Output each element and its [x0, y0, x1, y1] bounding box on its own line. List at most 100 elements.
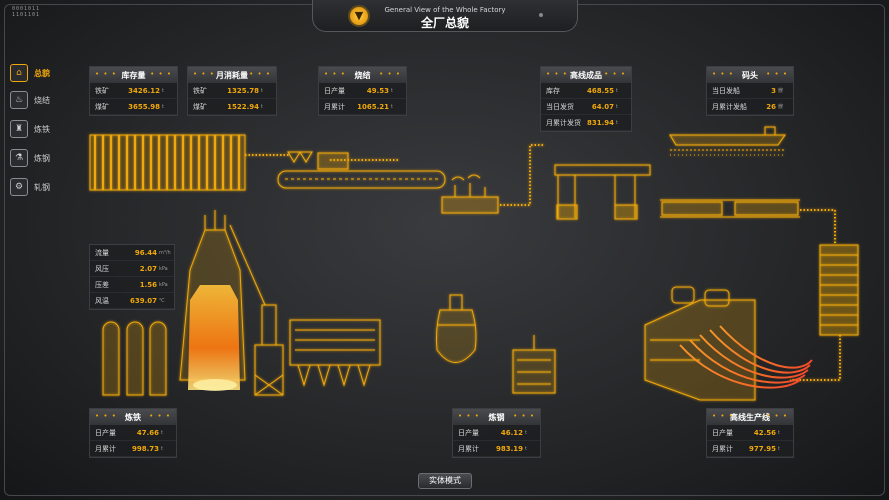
menu-dots-icon[interactable]: • • •	[458, 412, 480, 420]
panel-header: • • • 码头 • • •	[707, 67, 793, 83]
menu-dots-icon[interactable]: • • •	[379, 70, 401, 78]
physical-mode-button[interactable]: 实体模式	[418, 473, 472, 489]
menu-dots-icon[interactable]: • • •	[712, 70, 734, 78]
sidebar-item-label: 炼铁	[34, 124, 50, 134]
metric-unit: t	[391, 87, 393, 94]
menu-dots-icon[interactable]: • • •	[546, 70, 568, 78]
metric-label: 当日发货	[546, 102, 574, 111]
metric-label: 当日发船	[712, 86, 740, 95]
menu-dots-icon[interactable]: • • •	[513, 412, 535, 420]
panel-header: • • • 库存量 • • •	[90, 67, 177, 83]
metric-value: 46.12	[500, 428, 523, 437]
ironmaking-icon: ♜	[10, 120, 28, 138]
metric-value: 983.19	[495, 444, 523, 453]
menu-dots-icon[interactable]: • • •	[193, 70, 215, 78]
overview-icon: ⌂	[10, 64, 28, 82]
metric-value: 639.07	[129, 296, 157, 305]
panel-title: 高线生产线	[730, 412, 770, 422]
panel-header: • • •高线成品• • •	[541, 67, 631, 83]
metric-value: 47.66	[136, 428, 159, 437]
panel-header: • • •月消耗量• • •	[188, 67, 276, 83]
metric-label: 铁矿	[193, 86, 207, 95]
metric-unit: kPa	[159, 281, 168, 288]
panel-header: • • •高线生产线• • •	[707, 409, 793, 425]
menu-dots-icon[interactable]: • • •	[95, 412, 117, 420]
metric-label: 月累计发船	[712, 102, 747, 111]
sintering-icon: ♨	[10, 91, 28, 109]
metric-label: 流量	[95, 248, 109, 257]
sidebar-item-4[interactable]: ⚙ 轧钢	[8, 176, 64, 198]
metric-unit: t	[616, 119, 618, 126]
metric-value: 1325.78	[227, 86, 259, 95]
metric-label: 月累计发货	[546, 118, 581, 127]
metric-value: 977.95	[748, 444, 776, 453]
metric-label: 铁矿	[95, 86, 109, 95]
sidebar-item-1[interactable]: ♨烧结	[8, 89, 64, 111]
rolling-icon: ⚙	[10, 178, 28, 196]
menu-dots-icon[interactable]: • • •	[95, 70, 117, 78]
sidebar-item-3[interactable]: ⚗炼钢	[8, 147, 64, 169]
metric-label: 煤矿	[95, 102, 109, 111]
metric-label: 月累计	[458, 444, 479, 453]
metric-unit: t	[525, 445, 527, 452]
header-dot-icon	[539, 13, 543, 17]
metric-label: 风温	[95, 296, 109, 305]
menu-dots-icon[interactable]: • • •	[324, 70, 346, 78]
metric-unit: t	[161, 445, 163, 452]
panel-title: 烧结	[354, 70, 371, 80]
menu-dots-icon[interactable]: • • •	[712, 412, 734, 420]
metric-value: 1.56	[139, 280, 157, 289]
menu-dots-icon[interactable]: • • •	[150, 70, 172, 78]
metric-value: 64.07	[591, 102, 614, 111]
menu-dots-icon[interactable]: • • •	[766, 70, 788, 78]
panel-title: 库存量	[121, 70, 146, 80]
metric-unit: m³/h	[159, 249, 171, 256]
metric-unit: t	[261, 87, 263, 94]
panel-header: • • • 烧结 • • •	[319, 67, 406, 83]
metric-value: 2.07	[139, 264, 157, 273]
metric-unit: 艘	[778, 88, 784, 94]
menu-dots-icon[interactable]: • • •	[249, 70, 271, 78]
menu-dots-icon[interactable]: • • •	[149, 412, 171, 420]
menu-dots-icon[interactable]: • • •	[604, 70, 626, 78]
metric-unit: t	[261, 103, 263, 110]
metric-label: 月累计	[324, 102, 345, 111]
metric-unit: t	[391, 103, 393, 110]
metric-unit: t	[525, 429, 527, 436]
sidebar-item-label: 轧钢	[34, 182, 50, 192]
sidebar-item-0[interactable]: ⌂总貌	[8, 62, 64, 84]
menu-dots-icon[interactable]: • • •	[766, 412, 788, 420]
metric-unit: t	[161, 429, 163, 436]
metric-value: 26	[766, 102, 776, 111]
metric-label: 日产量	[95, 428, 116, 437]
sidebar-item-2[interactable]: ♜ 炼铁	[8, 118, 64, 140]
steelmaking-icon: ⚗	[10, 149, 28, 167]
metric-value: 831.94	[586, 118, 614, 127]
page-title-en: General View of the Whole Factory	[384, 6, 506, 14]
metric-unit: t	[616, 103, 618, 110]
metric-value: 3	[771, 86, 776, 95]
metric-value: 42.56	[753, 428, 776, 437]
panel-title: 码头	[742, 70, 758, 80]
metric-value: 1522.94	[227, 102, 259, 111]
